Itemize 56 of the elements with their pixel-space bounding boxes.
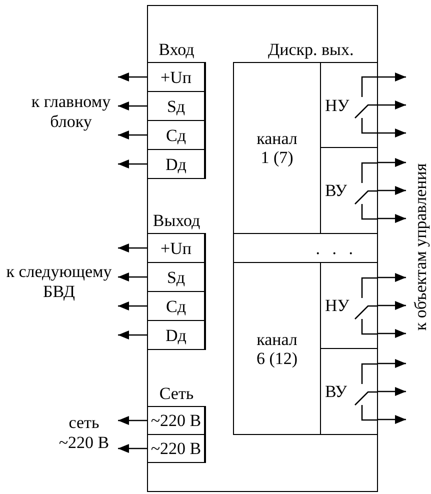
- destination-label: к следующему БВД: [5, 262, 113, 302]
- signal-name: Cд: [166, 126, 186, 144]
- arrow: [378, 329, 406, 338]
- signal-name: +Uп: [160, 238, 192, 258]
- relay-label: ВУ: [325, 382, 347, 401]
- relay-label: ВУ: [325, 181, 347, 200]
- arrow: [378, 273, 406, 282]
- arrow: [378, 128, 406, 138]
- destination-label: сеть ~220 В: [58, 413, 110, 453]
- relay-label: НУ: [325, 96, 350, 114]
- table-row: [147, 406, 206, 435]
- table-row: [147, 434, 206, 463]
- group-heading: Выход: [152, 211, 202, 230]
- table-row: [147, 62, 206, 92]
- group-heading: Сеть: [158, 384, 195, 403]
- arrow: [378, 387, 406, 396]
- arrow: [118, 416, 147, 425]
- arrow: [118, 102, 147, 110]
- table-row: [147, 149, 206, 179]
- group-heading: Вход: [158, 40, 196, 59]
- unit-block: [147, 5, 378, 492]
- arrow: [378, 186, 406, 195]
- arrow: [378, 158, 406, 167]
- arrow: [118, 130, 147, 140]
- arrow: [378, 359, 406, 368]
- arrow: [118, 72, 147, 82]
- destination-label: к объектам управления: [411, 163, 431, 331]
- channel-label: канал 6 (12): [255, 330, 299, 368]
- destination-label: к главному блоку: [30, 92, 112, 132]
- channel-label: канал 1 (7): [256, 129, 298, 167]
- arrow: [378, 415, 406, 424]
- signal-name: Dд: [166, 326, 186, 344]
- ellipsis: . . .: [316, 238, 357, 258]
- signal-name: ~220 В: [150, 439, 202, 458]
- signal-name: Sд: [166, 96, 186, 116]
- arrow: [378, 214, 406, 223]
- arrow: [378, 72, 406, 82]
- arrow: [118, 272, 147, 282]
- signal-name: Dд: [166, 154, 186, 174]
- arrow: [378, 301, 406, 310]
- table-row: [147, 233, 206, 263]
- arrow: [118, 244, 147, 252]
- channel-cell: [233, 62, 321, 234]
- relay-label: НУ: [325, 296, 350, 315]
- arrow: [118, 330, 147, 340]
- signal-name: Sд: [166, 268, 186, 286]
- channel-cell: [233, 262, 321, 435]
- signal-name: Cд: [166, 296, 186, 316]
- table-row: [147, 320, 206, 350]
- arrow: [118, 160, 147, 168]
- signal-name: ~220 В: [150, 411, 202, 430]
- signal-name: +Uп: [160, 68, 192, 86]
- arrow: [118, 302, 147, 310]
- arrow: [378, 100, 406, 110]
- group-heading: Дискр. вых.: [268, 40, 354, 59]
- arrow: [118, 444, 147, 453]
